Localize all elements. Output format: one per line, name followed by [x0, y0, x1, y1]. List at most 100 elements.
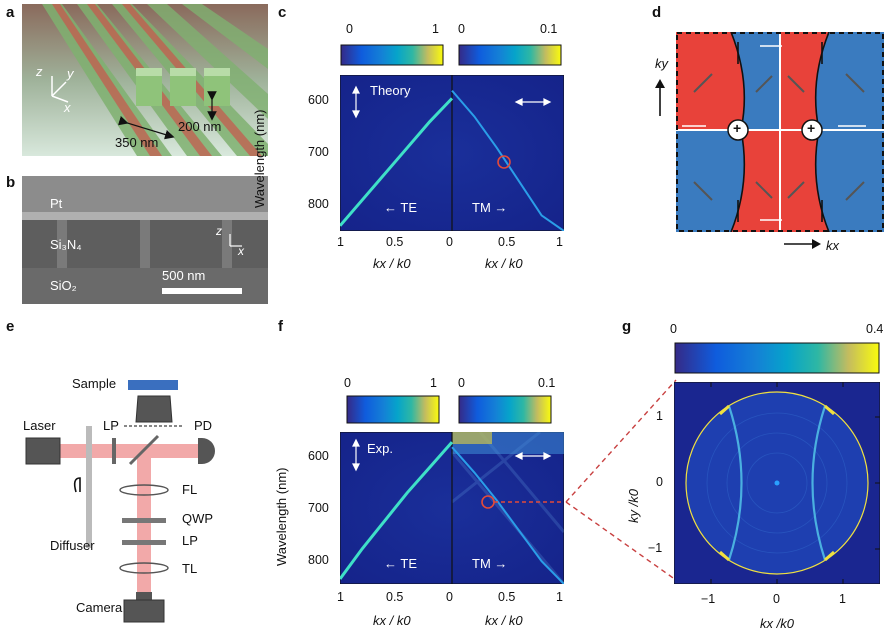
c-ytick-600: 600: [308, 93, 329, 107]
f-te-label: ← TE: [384, 556, 417, 571]
panel-g-plot: [674, 382, 880, 584]
label-lp-2: LP: [182, 533, 198, 548]
c-xlabel-left: kx / k0: [373, 256, 411, 271]
f-ylabel: Wavelength (nm): [274, 467, 289, 567]
sample: [128, 380, 178, 390]
c-cbar-left-max: 1: [432, 22, 439, 36]
c-xlabel-right: kx / k0: [485, 256, 523, 271]
panel-e-label: e: [6, 318, 15, 335]
c-cbar-left-min: 0: [346, 22, 353, 36]
singularity-symbol-left: +: [733, 120, 742, 136]
panel-d-label: d: [652, 4, 662, 21]
label-pd: PD: [194, 418, 213, 433]
label-laser: Laser: [23, 418, 56, 433]
singularity-left: [727, 119, 749, 141]
f-xlabel-right: kx / k0: [485, 613, 523, 628]
layer-si3n4-label: Si₃N₄: [50, 237, 82, 252]
c-xtick-left-05: 0.5: [386, 235, 404, 249]
c-te-label: ← TE: [384, 200, 417, 215]
c-cbar-right-max: 0.1: [540, 22, 558, 36]
camera: [123, 599, 165, 623]
photodiode: [198, 438, 215, 464]
singularity-right: [801, 119, 823, 141]
scalebar: [162, 288, 242, 294]
c-annotation: Theory: [370, 83, 411, 98]
panel-c-mode-curves: [340, 89, 564, 231]
f-cbar-left-max: 1: [430, 376, 437, 390]
g-xtick-1: 1: [839, 592, 846, 606]
label-fl: FL: [182, 482, 198, 497]
g-ylabel: ky /k0: [626, 489, 641, 523]
panel-a-axis-z: z: [36, 64, 43, 79]
panel-d-diagram: [676, 32, 884, 232]
layer-sio2-label: SiO₂: [50, 278, 77, 293]
d-kx-arrow: [784, 239, 821, 249]
label-camera: Camera: [76, 600, 123, 615]
c-cbar-right-min: 0: [458, 22, 465, 36]
g-ytick-1: 1: [656, 409, 663, 423]
panel-c-colorbar-right: [458, 44, 562, 66]
label-lp-1: LP: [103, 418, 119, 433]
d-ky-label: ky: [655, 56, 668, 71]
g-xtick-0: 0: [773, 592, 780, 606]
layer-pt-label: Pt: [50, 196, 63, 211]
f-ytick-600: 600: [308, 449, 329, 463]
panel-a-axis-y: y: [67, 66, 74, 81]
c-ytick-800: 800: [308, 197, 329, 211]
g-ytick-m1: −1: [648, 541, 663, 555]
laser: [25, 437, 61, 465]
c-xtick-right-05: 0.5: [498, 235, 516, 249]
c-xtick-0: 0: [446, 235, 453, 249]
panel-a-axis-x: x: [64, 100, 71, 115]
f-xtick-right-05: 0.5: [498, 590, 516, 604]
singularity-symbol-right: +: [807, 120, 816, 136]
c-circle-marker: [497, 155, 511, 169]
c-xtick-left-1: 1: [337, 235, 344, 249]
f-xtick-left-1: 1: [337, 590, 344, 604]
f-cbar-right-min: 0: [458, 376, 465, 390]
c-ytick-700: 700: [308, 145, 329, 159]
g-cbar-max: 0.4: [866, 322, 884, 336]
panel-a-render: [22, 4, 268, 156]
panel-f-mode-curves: [340, 441, 564, 584]
waveguide-blocks: [136, 68, 230, 106]
panel-c-colorbar-left: [340, 44, 444, 66]
g-xlabel: kx /k0: [760, 616, 794, 631]
panel-a-width-label: 350 nm: [115, 135, 159, 150]
panel-b-axis-x: x: [238, 244, 244, 258]
f-xtick-left-05: 0.5: [386, 590, 404, 604]
panel-f-plot: [340, 432, 564, 584]
f-ytick-800: 800: [308, 553, 329, 567]
mode-curve-tm: [451, 446, 564, 584]
d-ky-arrow: [655, 79, 665, 116]
panel-c-label: c: [278, 4, 287, 21]
label-sample: Sample: [72, 376, 117, 391]
panel-b-sem-image: [22, 176, 268, 304]
polarization-arrows: [693, 73, 865, 201]
panel-c-plot: [340, 75, 564, 231]
panel-f-colorbar-right: [458, 395, 552, 424]
panel-b-axis-z: z: [216, 224, 222, 238]
diffuser: [86, 426, 92, 548]
panel-e-setup: [25, 380, 215, 623]
f-cbar-left-min: 0: [344, 376, 351, 390]
c-xtick-right-1: 1: [556, 235, 563, 249]
zoom-connector: [565, 379, 677, 581]
panel-f-label: f: [278, 318, 283, 335]
c-ylabel: Wavelength (nm): [252, 109, 267, 209]
scalebar-label: 500 nm: [162, 268, 206, 283]
panel-g-label: g: [622, 318, 632, 335]
mode-curve-te: [340, 97, 454, 227]
panel-f-colorbar-left: [346, 395, 440, 424]
f-xtick-right-1: 1: [556, 590, 563, 604]
mode-curve-tm: [451, 89, 564, 231]
d-kx-label: kx: [826, 238, 839, 253]
f-annotation: Exp.: [367, 441, 394, 456]
g-xtick-m1: −1: [701, 592, 716, 606]
c-tm-label: TM →: [472, 200, 508, 215]
f-tm-label: TM →: [472, 556, 508, 571]
label-tl: TL: [182, 561, 198, 576]
f-xlabel-left: kx / k0: [373, 613, 411, 628]
mode-curve-te: [340, 441, 454, 580]
g-cbar-min: 0: [670, 322, 677, 336]
